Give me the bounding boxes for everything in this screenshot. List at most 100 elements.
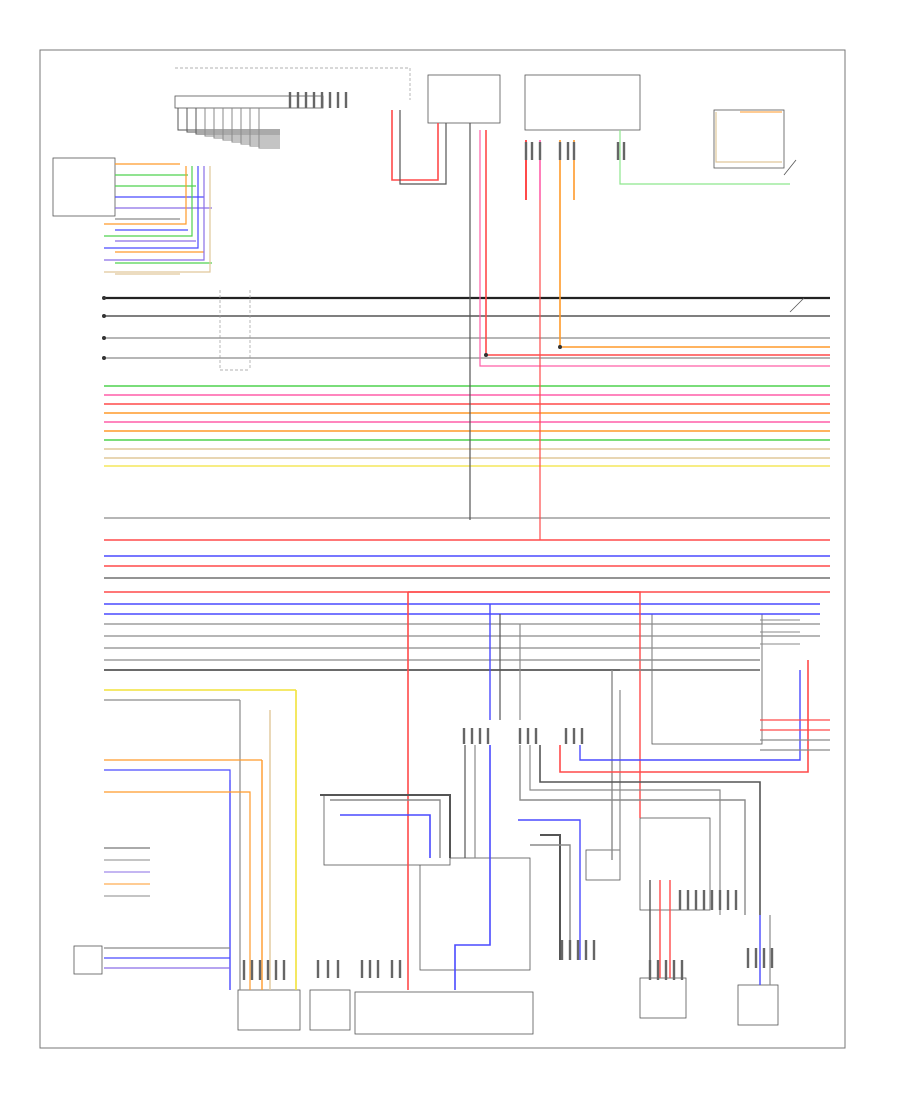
junction-wire	[539, 745, 761, 915]
top-connector-pin	[320, 92, 324, 108]
center-junction-box	[419, 857, 531, 971]
top-center-module-box	[427, 74, 501, 124]
wire	[104, 791, 251, 990]
diagram-frame	[39, 49, 846, 1049]
bottom-left-module-pin	[242, 960, 246, 980]
junction-wire	[330, 799, 441, 858]
splice-dot	[102, 314, 106, 318]
top-right-fuse-box	[524, 74, 641, 131]
bottom-left-pin	[360, 960, 364, 978]
splice-dot	[484, 353, 488, 357]
junction-wire	[340, 814, 431, 858]
cluster-loop-wire	[104, 166, 187, 225]
wire	[104, 769, 231, 780]
bottom-left-pin	[316, 960, 320, 978]
bottom-pin	[592, 940, 596, 960]
bottom-blue-wire	[518, 819, 581, 960]
red-branch-wire	[408, 591, 641, 818]
top-connector-pin	[304, 92, 308, 108]
bottom-right-pin	[648, 960, 652, 980]
fuse-pin	[622, 142, 626, 160]
splice-dot	[558, 345, 562, 349]
switch-contact	[789, 297, 805, 313]
bottom-left2-module	[309, 989, 351, 1031]
top-connector-wire	[177, 108, 280, 131]
bottom-left-pin	[398, 960, 402, 978]
instrument-cluster-box	[52, 157, 116, 217]
bottom-left-pin	[376, 960, 380, 978]
bottom-center-module	[354, 991, 534, 1035]
bottom-left-pin	[368, 960, 372, 978]
splice-dot	[102, 296, 106, 300]
top-connector-wire	[195, 108, 280, 135]
center-pin	[526, 728, 530, 744]
module-power-wire	[391, 110, 439, 181]
right-block-pin	[678, 890, 682, 910]
bottom-left-pin	[390, 960, 394, 978]
bottom-right-module-1	[639, 977, 687, 1019]
red-return-wire	[559, 660, 809, 773]
wires-group	[104, 67, 830, 990]
cluster-loop-wire	[104, 166, 193, 237]
top-connector-wire	[258, 108, 280, 149]
fuse-pin	[572, 142, 576, 160]
bottom-left-module-pin	[250, 960, 254, 980]
top-connector-pin	[296, 92, 300, 108]
bottom-left-module-pin	[266, 960, 270, 980]
relay-box	[713, 109, 785, 169]
relay-wire	[715, 112, 782, 163]
bottom-left-module	[237, 989, 301, 1031]
bottom-black-wire	[540, 834, 561, 960]
cluster-loop-wire	[104, 166, 205, 261]
center-pin	[478, 728, 482, 744]
module-wire	[399, 110, 447, 185]
top-connector-pin	[312, 92, 316, 108]
cluster-loop-wire	[104, 166, 211, 273]
right-block-pin	[702, 890, 706, 910]
bottom-right2-pin	[746, 948, 750, 968]
right-block-pin	[718, 890, 722, 910]
bottom-left-module-pin	[274, 960, 278, 980]
fuse-pin	[558, 142, 562, 160]
bottom-left-module-pin	[258, 960, 262, 980]
top-connector-pin	[328, 92, 332, 108]
junction-wire	[519, 745, 746, 915]
right-module-box	[651, 613, 763, 745]
top-connector-pin	[288, 92, 292, 108]
bottom-right2-pin	[762, 948, 766, 968]
center-pin	[518, 728, 522, 744]
center-box-2	[585, 849, 621, 881]
top-left-connector-box	[174, 95, 324, 109]
bottom-pin	[568, 940, 572, 960]
fuse-pin	[530, 142, 534, 160]
right-block-pin	[694, 890, 698, 910]
bottom-left-small-box	[73, 945, 103, 975]
relay-feed-wire	[619, 130, 790, 185]
relay-contact	[783, 159, 797, 176]
center-pin	[580, 728, 584, 744]
junction-wire	[529, 745, 721, 915]
pink-feed-wire	[479, 130, 830, 367]
center-pin	[534, 728, 538, 744]
right-block-pin	[726, 890, 730, 910]
top-connector-wire	[231, 108, 280, 143]
center-pin	[470, 728, 474, 744]
bottom-left-pin	[336, 960, 340, 978]
top-connector-pin	[344, 92, 348, 108]
junction-wire	[454, 745, 491, 990]
fuse-pin	[566, 142, 570, 160]
bottom-right-module-2	[737, 984, 779, 1026]
right-block-pin	[734, 890, 738, 910]
splice-dot	[102, 356, 106, 360]
center-pin	[486, 728, 490, 744]
bottom-right-pin	[680, 960, 684, 980]
cluster-loop-wire	[104, 166, 199, 249]
center-pin	[564, 728, 568, 744]
bottom-pin	[560, 940, 564, 960]
center-box-1	[323, 794, 451, 866]
fuse-pin	[616, 142, 620, 160]
pins-group	[102, 92, 774, 980]
blue-return-wire	[579, 670, 801, 761]
